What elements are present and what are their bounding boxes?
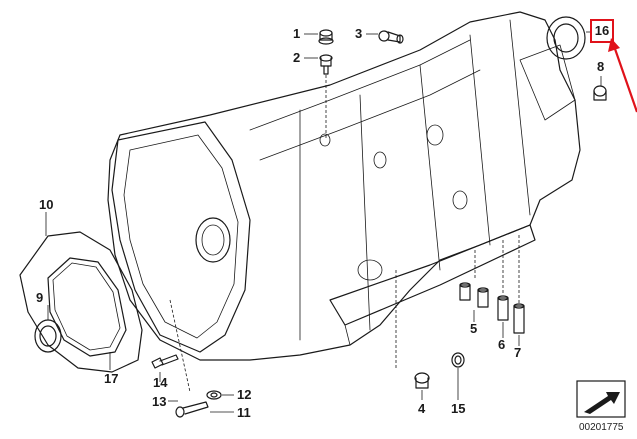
part-3-plug	[378, 30, 404, 44]
part-13-bolt	[175, 401, 209, 418]
callout-13[interactable]: 13	[152, 394, 167, 409]
part-5-sleeves	[459, 282, 489, 308]
callout-1[interactable]: 1	[293, 26, 301, 41]
part-15-washer	[451, 352, 465, 368]
callout-16-highlight[interactable]: 16	[590, 19, 614, 43]
callout-5[interactable]: 5	[470, 321, 478, 336]
part-8-plug	[593, 85, 607, 101]
callout-7[interactable]: 7	[514, 345, 522, 360]
part-12-washer	[206, 390, 222, 400]
reference-number: 00201775	[579, 422, 624, 433]
callout-10[interactable]: 10	[39, 197, 54, 212]
part-14-bolt	[151, 354, 179, 369]
callout-4[interactable]: 4	[418, 401, 426, 416]
part-9-seal	[34, 319, 62, 353]
callout-12[interactable]: 12	[237, 387, 252, 402]
part-17-ring	[47, 257, 127, 357]
bell-housing	[111, 121, 251, 353]
arrow-icon	[584, 392, 620, 414]
part-16-seal	[546, 16, 586, 60]
nav-arrow-box	[576, 380, 626, 418]
oil-pan	[329, 224, 536, 326]
part-4-drain-plug	[414, 372, 430, 389]
red-arrow-icon	[608, 38, 637, 113]
callout-11[interactable]: 11	[237, 405, 251, 420]
callout-14[interactable]: 14	[153, 375, 168, 390]
transmission-housing	[107, 11, 581, 361]
callout-16: 16	[594, 23, 610, 38]
part-1-breather-cap	[318, 29, 334, 45]
callout-8[interactable]: 8	[597, 59, 605, 74]
callout-17[interactable]: 17	[104, 371, 119, 386]
part-7-sleeve	[513, 303, 525, 334]
callout-3[interactable]: 3	[355, 26, 363, 41]
callout-2[interactable]: 2	[293, 50, 301, 65]
part-10-gasket	[19, 231, 143, 373]
part-6-sleeve	[497, 295, 509, 321]
part-2-fitting	[319, 54, 333, 75]
callout-15[interactable]: 15	[451, 401, 466, 416]
callout-9[interactable]: 9	[36, 290, 44, 305]
callout-6[interactable]: 6	[498, 337, 506, 352]
input-shaft-opening	[195, 217, 231, 263]
